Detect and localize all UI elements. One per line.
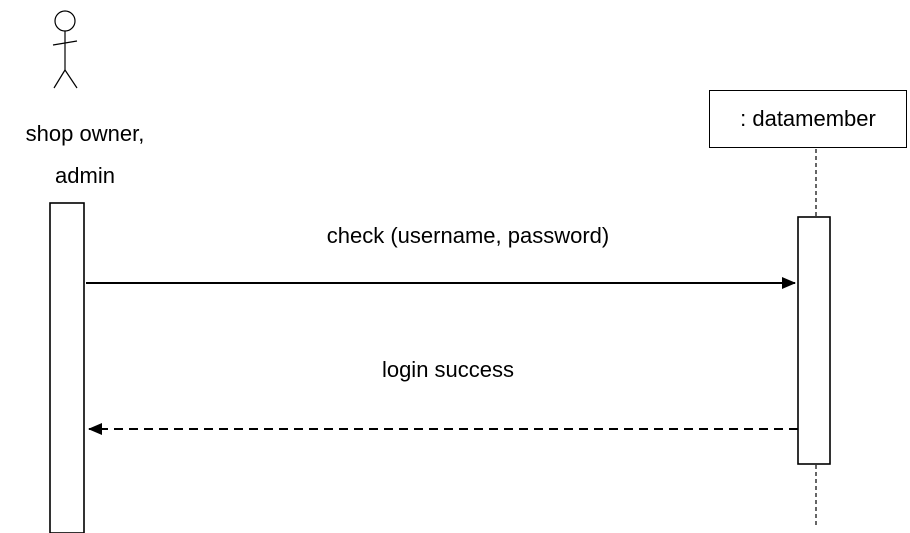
stick-figure-icon	[52, 10, 78, 89]
return-message-label: login success	[381, 357, 515, 382]
actor-label: shop owner, admin	[0, 119, 170, 203]
actor-activation-bar	[49, 202, 85, 533]
object-activation-bar	[797, 216, 831, 465]
actor-label-line2: admin	[55, 163, 115, 188]
object-box: : datamember	[709, 90, 907, 148]
object-label: : datamember	[740, 106, 876, 131]
actor-label-line1: shop owner,	[25, 121, 145, 146]
call-message-label: check (username, password)	[326, 223, 610, 248]
